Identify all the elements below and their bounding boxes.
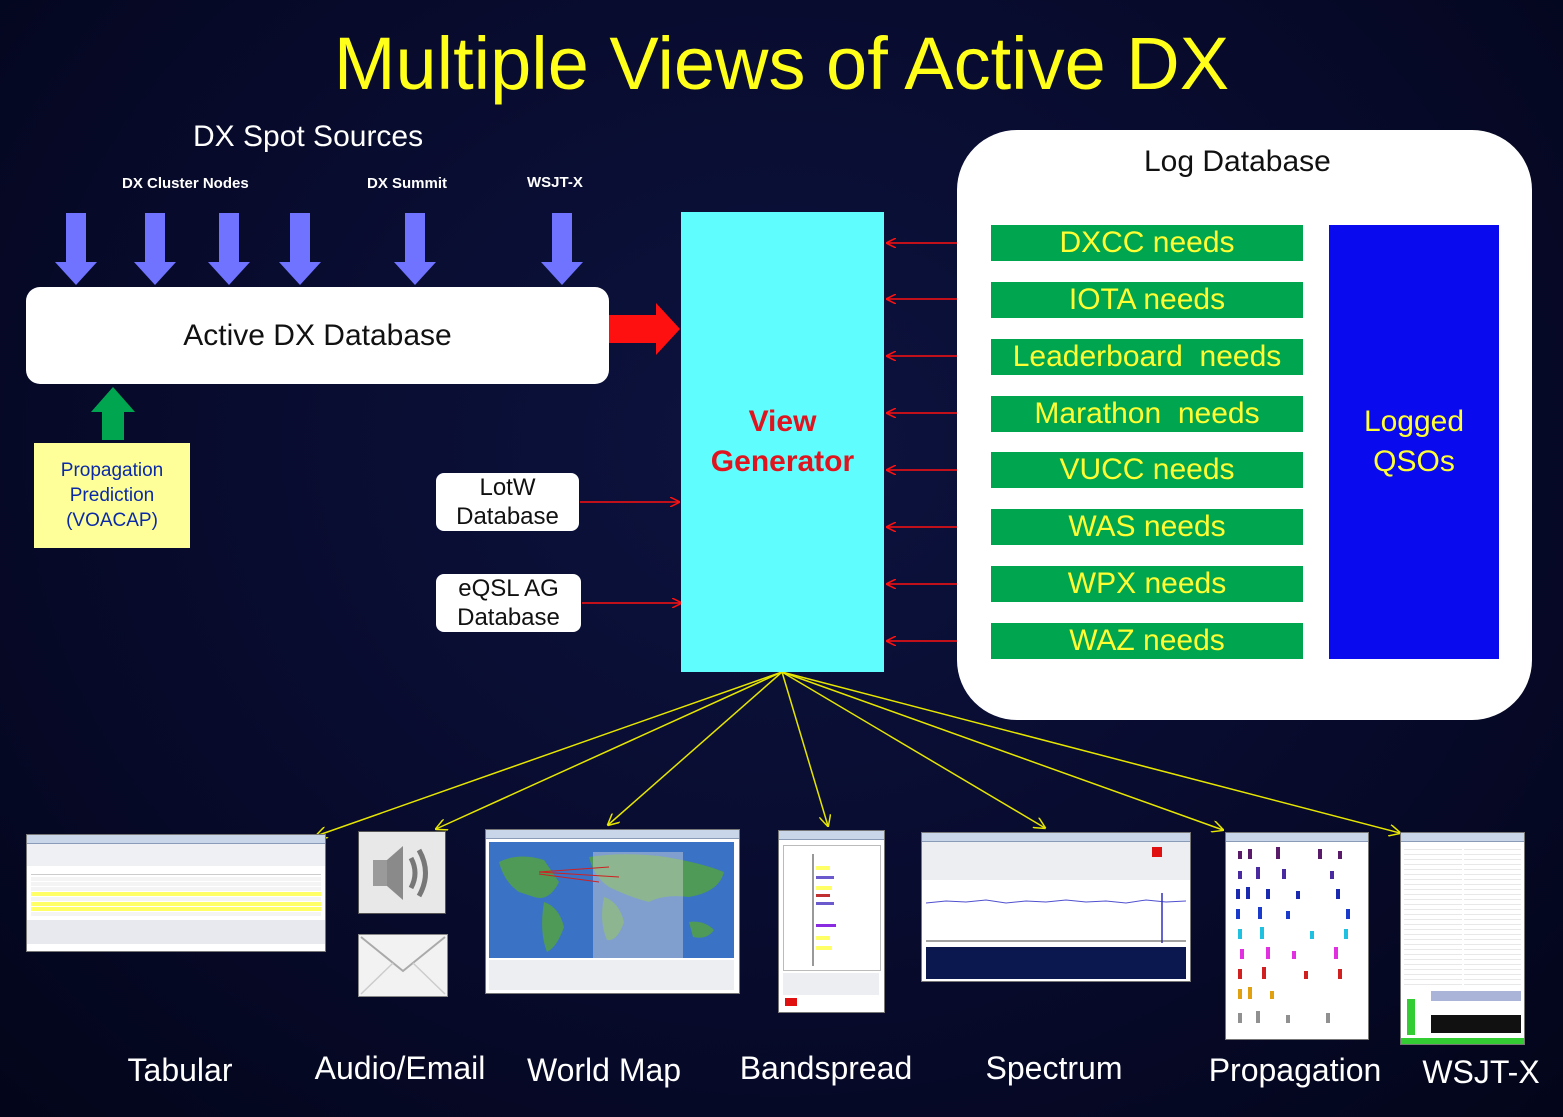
world-map-screenshot [485,829,740,994]
wsjtx-screenshot [1400,832,1525,1045]
propagation-up-arrow [91,387,135,440]
propagation-prediction-box: Propagation Prediction (VOACAP) [34,443,190,548]
cluster-arrow-1 [55,213,97,285]
fan-wsjtx [781,671,1400,833]
bandspread-screenshot [778,830,885,1013]
logged-qsos-box: Logged QSOs [1329,225,1499,659]
spectrum-screenshot [921,832,1191,982]
cluster-nodes-label: DX Cluster Nodes [122,175,249,192]
needs-dxcc: DXCC needs [991,225,1303,261]
cluster-arrow-4 [279,213,321,285]
propagation-line-1: Propagation [60,460,164,481]
needs-vucc: VUCC needs [991,452,1303,488]
logged-qsos-line-2: QSOs [1373,445,1455,478]
needs-iota: IOTA needs [991,282,1303,318]
active-to-view-arrow [609,303,680,355]
cluster-arrow-3 [208,213,250,285]
eqsl-line-1: eQSL AG [458,575,559,602]
fan-bandspread [781,671,828,826]
caption-propagation: Propagation [1208,1052,1382,1088]
log-database-title: Log Database [1144,145,1331,178]
eqsl-line-2: Database [457,604,560,631]
dx-summit-label: DX Summit [367,175,448,192]
caption-world-map: World Map [526,1052,682,1088]
speaker-icon [358,831,446,914]
lotw-database-box: LotW Database [436,473,579,531]
eqsl-database-box: eQSL AG Database [436,574,581,632]
caption-audio-email: Audio/Email [314,1050,486,1086]
spot-sources-heading: DX Spot Sources [193,120,424,153]
view-generator: View Generator [681,212,884,672]
needs-leaderboard: Leaderboard needs [991,339,1303,375]
propagation-screenshot [1225,832,1369,1040]
caption-spectrum: Spectrum [985,1050,1123,1086]
caption-tabular: Tabular [127,1052,233,1088]
fan-audio [436,671,783,829]
wsjtx-arrow [541,213,583,285]
needs-wpx: WPX needs [991,566,1303,602]
view-generator-line-1: View [748,405,817,438]
lotw-line-1: LotW [479,474,536,501]
page-title: Multiple Views of Active DX [333,22,1230,105]
active-dx-database-label: Active DX Database [183,318,452,352]
caption-wsjtx: WSJT-X [1422,1054,1540,1090]
view-generator-line-2: Generator [710,445,855,478]
lotw-line-2: Database [456,503,559,530]
summit-arrow [394,213,436,285]
fan-propagation [781,671,1223,830]
wsjtx-source-label: WSJT-X [527,174,583,191]
fan-worldmap [608,671,783,825]
tabular-screenshot [26,834,326,952]
needs-waz: WAZ needs [991,623,1303,659]
envelope-icon [358,934,448,997]
needs-was: WAS needs [991,509,1303,545]
propagation-line-3: (VOACAP) [66,510,158,531]
fan-spectrum [781,671,1045,828]
caption-bandspread: Bandspread [739,1050,913,1086]
logged-qsos-line-1: Logged [1363,405,1465,438]
active-dx-database: Active DX Database [26,287,609,384]
fan-tabular [316,671,783,836]
needs-marathon: Marathon needs [991,396,1303,432]
propagation-line-2: Prediction [69,485,155,506]
cluster-arrow-2 [134,213,176,285]
